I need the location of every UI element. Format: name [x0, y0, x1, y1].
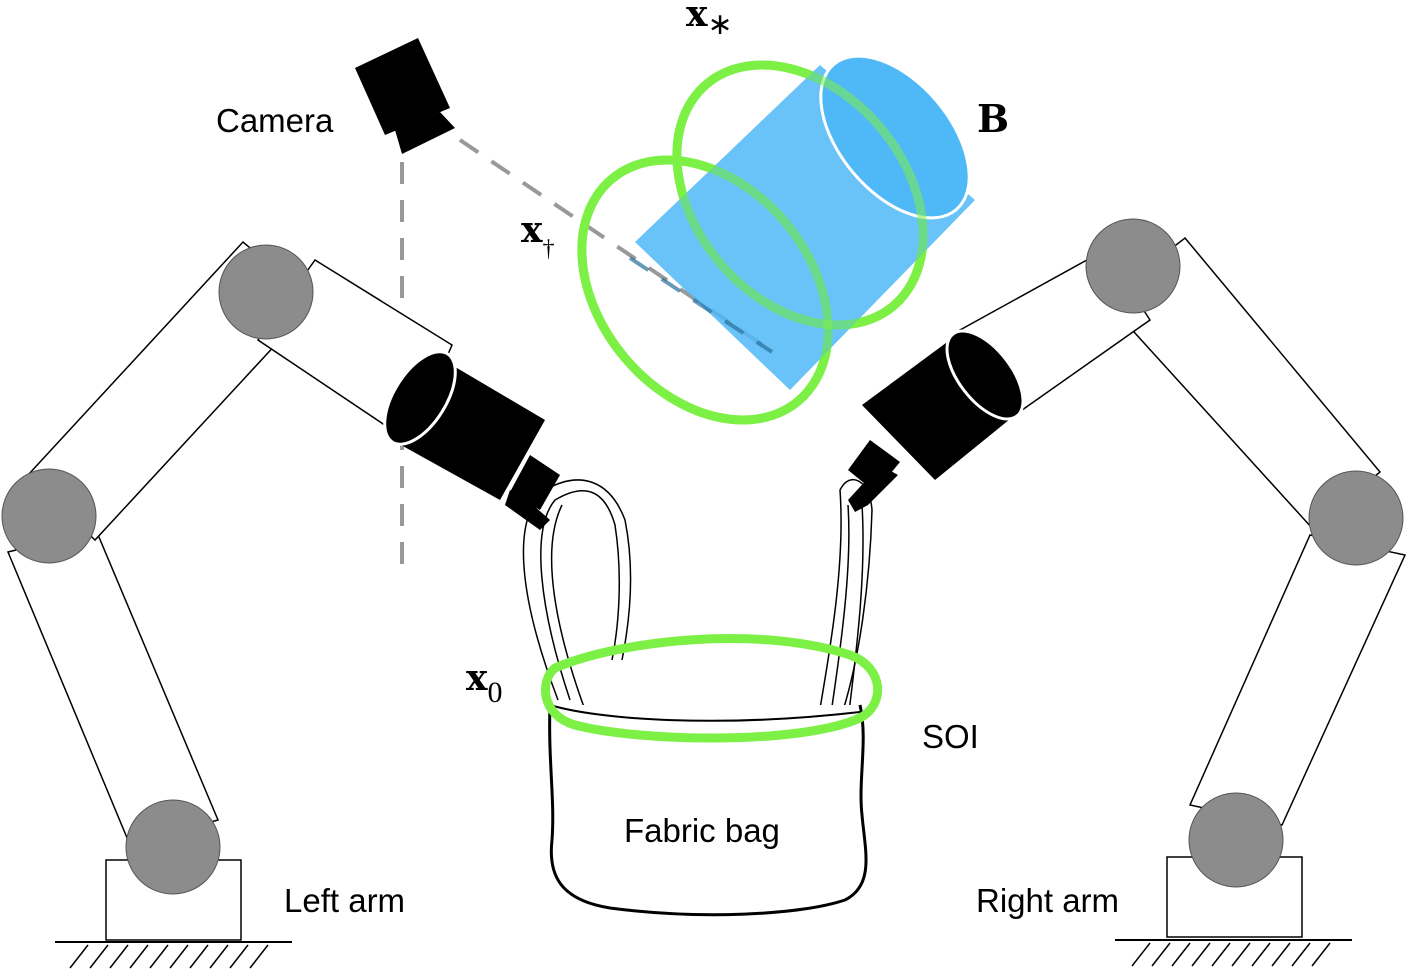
- left-arm-joint-shoulder: [125, 799, 221, 895]
- fabric-bag: [522, 478, 873, 917]
- bag-right-handle-inner: [829, 504, 850, 721]
- right-gripper: [848, 329, 1025, 512]
- fabric-bag-label: Fabric bag: [624, 812, 780, 849]
- ring-x-dagger-front: [577, 155, 833, 425]
- bag-rim: [549, 704, 861, 722]
- sight-line-through-b: [628, 256, 774, 354]
- right-arm-label: Right arm: [976, 882, 1119, 919]
- left-gripper: [383, 350, 560, 530]
- soi-ring: [540, 634, 883, 743]
- x-zero-label: x0: [466, 657, 502, 709]
- left-arm-joint-wrist: [218, 244, 314, 340]
- x-dagger-label: x†: [521, 209, 554, 262]
- right-arm-lower-link: [1188, 534, 1407, 826]
- bag-left-handle-mid: [550, 504, 589, 719]
- x-star-label: x∗: [686, 0, 733, 41]
- camera: [355, 38, 455, 154]
- target-region: [577, 54, 975, 425]
- bag-right-handle-inner2: [847, 504, 864, 721]
- right-arm-joint-wrist: [1085, 218, 1181, 314]
- right-arm-joint-shoulder: [1188, 792, 1284, 888]
- ring-x-star-front: [672, 60, 928, 330]
- bag-left-handle-inner: [540, 490, 621, 701]
- soi-label: SOI: [922, 718, 979, 755]
- left-arm-lower-link: [6, 529, 220, 846]
- camera-lens: [395, 112, 455, 154]
- camera-label: Camera: [216, 102, 334, 139]
- left-arm: [1, 240, 560, 969]
- cylinder-b-cap: [819, 54, 971, 220]
- bag-body: [548, 704, 868, 917]
- bag-right-handle-outer: [817, 478, 873, 721]
- right-arm-joint-elbow: [1308, 470, 1404, 566]
- b-label: B: [977, 96, 1009, 141]
- camera-body: [355, 38, 450, 135]
- left-arm-joint-elbow: [1, 468, 97, 564]
- left-arm-label: Left arm: [284, 882, 405, 919]
- right-arm: [848, 218, 1407, 967]
- bag-left-handle-outer: [522, 479, 632, 701]
